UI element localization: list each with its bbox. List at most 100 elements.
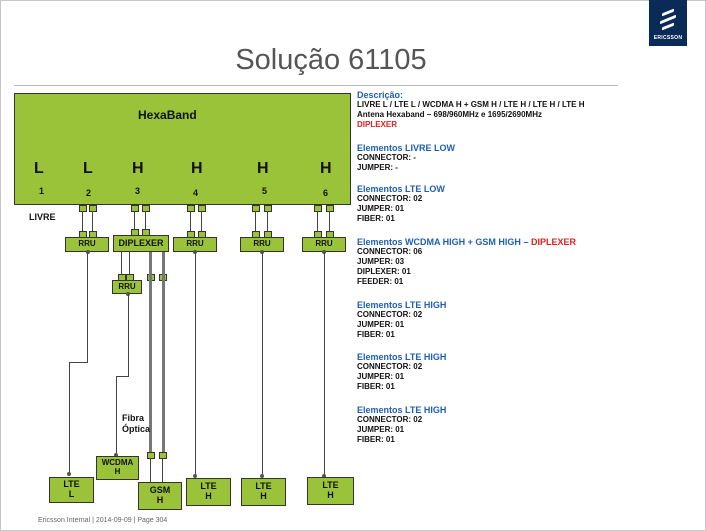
fiber-line	[69, 362, 88, 363]
title-divider	[14, 85, 618, 86]
fiber-line	[262, 252, 263, 476]
section-title-sep: –	[520, 237, 531, 247]
unit-label: LTE	[63, 479, 80, 490]
connector	[89, 205, 97, 212]
connector	[131, 205, 139, 212]
lte-high-unit: LTE H	[307, 477, 354, 505]
lte-high-unit: LTE H	[241, 478, 286, 506]
feeder-cable	[162, 252, 165, 452]
section-line: JUMPER: 03	[357, 257, 405, 266]
diplexer-box: DIPLEXER	[113, 235, 169, 252]
page-title: Solução 61105	[235, 44, 427, 76]
fiber-port	[86, 250, 90, 254]
unit-label: LTE	[322, 480, 339, 491]
hexaband-antenna	[14, 93, 351, 205]
fiber-line	[324, 252, 325, 476]
section-lte-high: Elementos LTE HIGH CONNECTOR: 02 JUMPER:…	[357, 352, 446, 392]
section-livre-low: Elementos LIVRE LOW CONNECTOR: - JUMPER:…	[357, 143, 455, 173]
port-number: 5	[262, 186, 268, 196]
jumper-line	[317, 211, 318, 233]
unit-label: H	[260, 491, 267, 501]
section-line: CONNECTOR: 02	[357, 415, 423, 424]
section-line: JUMPER: 01	[357, 425, 405, 434]
connector	[159, 452, 167, 459]
band-label: H	[191, 160, 203, 177]
antenna-name: HexaBand	[138, 108, 197, 122]
unit-label: LTE	[255, 481, 272, 492]
fiber-line	[116, 376, 129, 377]
fiber-port	[260, 474, 264, 478]
section-lte-high: Elementos LTE HIGH CONNECTOR: 02 JUMPER:…	[357, 405, 446, 445]
jumper-line	[92, 211, 93, 233]
unit-label: LTE	[200, 481, 217, 492]
section-title: Elementos LTE HIGH	[357, 352, 447, 362]
gsm-unit: GSM H	[138, 482, 182, 510]
feeder-cable	[149, 252, 152, 452]
section-line: FIBER: 01	[357, 330, 395, 339]
fiber-line	[195, 252, 196, 476]
lte-high-unit: LTE H	[186, 478, 231, 506]
section-lte-high: Elementos LTE HIGH CONNECTOR: 02 JUMPER:…	[357, 300, 446, 340]
unit-label: L	[68, 489, 75, 499]
jumper-line	[162, 458, 163, 482]
unit-label: H	[327, 490, 334, 500]
jumper-line	[129, 252, 130, 276]
fiber-label-line: Fibra	[122, 413, 145, 423]
fiber-port	[322, 474, 326, 478]
lte-low-unit: LTE L	[49, 477, 94, 503]
fiber-label: Fibra Óptica	[122, 413, 150, 435]
connector	[142, 205, 150, 212]
band-label: H	[132, 160, 144, 177]
unit-label: WCDMA	[101, 458, 134, 468]
section-line: JUMPER: 01	[357, 372, 405, 381]
unit-label: H	[205, 491, 212, 501]
jumper-line	[82, 211, 83, 233]
jumper-line	[121, 252, 122, 276]
port-number: 1	[39, 186, 45, 196]
ericsson-logo: ERICSSON	[649, 0, 687, 46]
description-block: Descrição: LIVRE L / LTE L / WCDMA H + G…	[357, 90, 584, 130]
section-lte-low: Elementos LTE LOW CONNECTOR: 02 JUMPER: …	[357, 184, 445, 224]
description-line: LIVRE L / LTE L / WCDMA H + GSM H / LTE …	[357, 100, 585, 109]
connector	[314, 205, 322, 212]
connector	[187, 205, 195, 212]
section-line: CONNECTOR: 02	[357, 362, 423, 371]
unused-port-label: LIVRE	[29, 212, 56, 222]
connector	[79, 205, 87, 212]
fiber-label-line: Óptica	[122, 423, 151, 434]
connector	[252, 205, 260, 212]
description-line: Antena Hexaband – 698/960MHz e 1695/2690…	[357, 110, 542, 119]
band-label: L	[83, 160, 93, 177]
fiber-line	[87, 252, 88, 362]
section-line: FIBER: 01	[357, 382, 395, 391]
jumper-line	[145, 211, 146, 231]
port-number: 2	[86, 188, 92, 198]
page-footer: Ericsson Internal | 2014-09-09 | Page 30…	[38, 517, 168, 524]
section-title: Elementos LIVRE LOW	[357, 143, 456, 153]
description-line: DIPLEXER	[357, 120, 398, 129]
section-line: JUMPER: 01	[357, 320, 405, 329]
section-line: CONNECTOR: 06	[357, 247, 423, 256]
port-number: 6	[323, 188, 329, 198]
section-title-text: Elementos WCDMA HIGH + GSM HIGH	[357, 237, 521, 247]
wcdma-unit: WCDMA H	[96, 456, 139, 480]
section-line: JUMPER: 01	[357, 204, 405, 213]
fiber-port	[67, 472, 71, 476]
section-line: CONNECTOR: 02	[357, 310, 423, 319]
connector	[264, 205, 272, 212]
section-line: DIPLEXER: 01	[357, 267, 411, 276]
unit-label: H	[114, 467, 121, 476]
jumper-line	[267, 211, 268, 233]
port-number: 4	[193, 188, 199, 198]
fiber-port	[193, 474, 197, 478]
logo-text: ERICSSON	[653, 35, 683, 41]
fiber-line	[128, 294, 129, 376]
unit-label: GSM	[149, 485, 171, 496]
section-line: FEEDER: 01	[357, 277, 404, 286]
section-line: FIBER: 01	[357, 435, 395, 444]
section-title: Elementos LTE HIGH	[357, 405, 447, 415]
jumper-line	[201, 211, 202, 233]
connector	[326, 205, 334, 212]
section-line: JUMPER: -	[357, 163, 398, 172]
